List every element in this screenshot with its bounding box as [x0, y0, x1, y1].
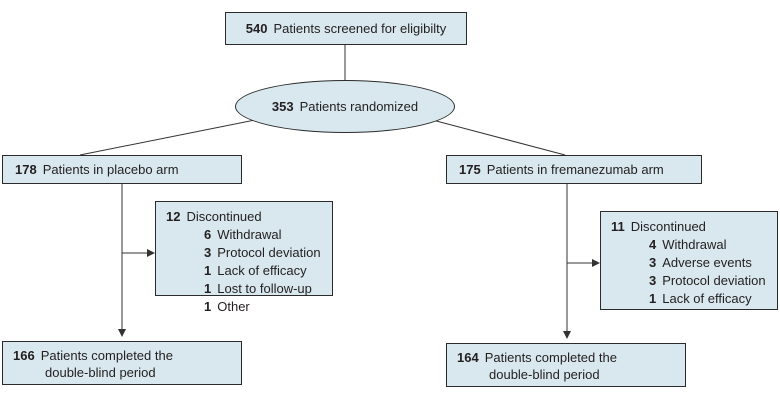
- reason-label: Protocol deviation: [217, 245, 321, 260]
- list-item: 4 Withdrawal: [611, 236, 777, 254]
- placebo-discontinued-label: Discontinued: [186, 209, 262, 224]
- reason-label: Other: [217, 299, 250, 314]
- reason-label: Withdrawal: [217, 227, 282, 242]
- placebo-completed-line1: 166 Patients completed the: [13, 347, 241, 364]
- randomized-ellipse: 353 Patients randomized: [235, 80, 455, 133]
- reason-count: 4: [649, 237, 657, 252]
- line-randomized-to-fremanezumab: [424, 117, 566, 156]
- reason-label: Lack of efficacy: [217, 263, 307, 278]
- reason-count: 3: [649, 273, 657, 288]
- reason-label: Protocol deviation: [662, 273, 766, 288]
- fremanezumab-completed-count: 164: [457, 350, 479, 365]
- placebo-discontinued-box: 12 Discontinued 6 Withdrawal 3 Protocol dev…: [155, 201, 333, 314]
- screened-box: 540 Patients screened for eligibilty: [225, 12, 467, 45]
- reason-count: 6: [204, 227, 212, 242]
- fremanezumab-completed-line1: 164 Patients completed the: [457, 349, 685, 366]
- list-item: 3 Protocol deviation: [611, 272, 777, 290]
- screened-count: 540: [245, 20, 268, 36]
- reason-label: Lack of efficacy: [662, 291, 752, 306]
- list-item: 1 Other: [166, 298, 332, 316]
- line-randomized-to-placebo: [79, 117, 266, 156]
- placebo-arm-box: 178 Patients in placebo arm: [2, 155, 242, 184]
- fremanezumab-completed-line2: double-blind period: [489, 367, 600, 382]
- fremanezumab-arm-count: 175: [459, 161, 481, 177]
- reason-count: 3: [204, 245, 212, 260]
- placebo-completed-line2: double-blind period: [45, 365, 156, 380]
- reason-label: Adverse events: [662, 255, 752, 270]
- fremanezumab-discontinued-header: 11 Discontinued: [611, 218, 777, 236]
- randomized-count: 353: [271, 99, 294, 114]
- reason-label: Withdrawal: [662, 237, 727, 252]
- reason-count: 1: [204, 263, 212, 278]
- placebo-discontinued-header: 12 Discontinued: [166, 208, 332, 226]
- placebo-arm-label: Patients in placebo arm: [42, 161, 179, 177]
- list-item: 1 Lack of efficacy: [166, 262, 332, 280]
- fremanezumab-discontinued-label: Discontinued: [630, 219, 706, 234]
- reason-label: Lost to follow-up: [217, 281, 312, 296]
- list-item: 3 Protocol deviation: [166, 244, 332, 262]
- placebo-completed-label: Patients completed the: [40, 348, 173, 363]
- reason-count: 1: [649, 291, 657, 306]
- randomized-label: Patients randomized: [299, 99, 419, 114]
- fremanezumab-completed-label: Patients completed the: [484, 350, 617, 365]
- fremanezumab-completed-box: 164 Patients completed the double-blind p…: [446, 343, 686, 387]
- reason-count: 3: [649, 255, 657, 270]
- reason-count: 1: [204, 299, 212, 314]
- list-item: 1 Lost to follow-up: [166, 280, 332, 298]
- placebo-discontinued-count: 12: [166, 209, 181, 224]
- fremanezumab-discontinued-box: 11 Discontinued 4 Withdrawal 3 Adverse even…: [600, 211, 778, 310]
- fremanezumab-arm-label: Patients in fremanezumab arm: [486, 161, 664, 177]
- placebo-completed-box: 166 Patients completed the double-blind p…: [2, 341, 242, 385]
- list-item: 3 Adverse events: [611, 254, 777, 272]
- list-item: 6 Withdrawal: [166, 226, 332, 244]
- placebo-arm-count: 178: [15, 161, 37, 177]
- screened-label: Patients screened for eligibilty: [273, 20, 447, 36]
- fremanezumab-arm-box: 175 Patients in fremanezumab arm: [446, 155, 702, 184]
- list-item: 1 Lack of efficacy: [611, 290, 777, 308]
- reason-count: 1: [204, 281, 212, 296]
- placebo-completed-count: 166: [13, 348, 35, 363]
- fremanezumab-discontinued-count: 11: [611, 219, 625, 234]
